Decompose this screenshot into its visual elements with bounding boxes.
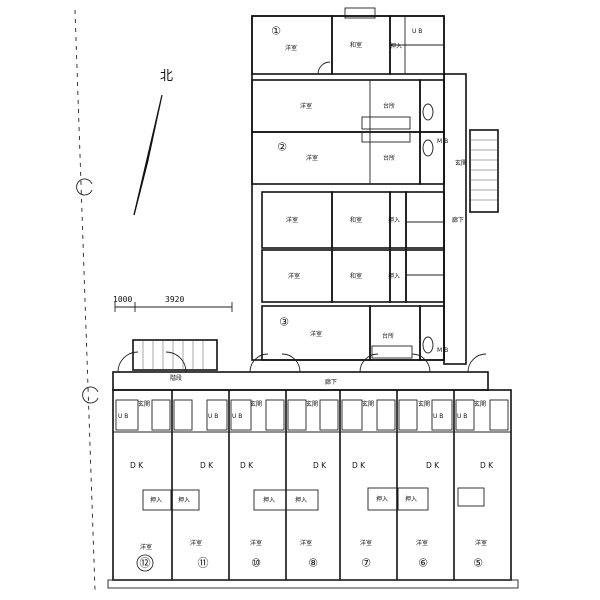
room-label: 洋室 <box>288 272 300 280</box>
room-label: D K <box>480 461 494 470</box>
unit-number: ⑧ <box>308 557 318 570</box>
entrance-label: 玄関 <box>250 400 262 408</box>
room-label: 台所 <box>383 102 395 110</box>
unit-number: ③ <box>279 316 289 329</box>
room-label: 洋室 <box>306 154 318 162</box>
room-label: 台所 <box>383 154 395 162</box>
north-arrow: 北 <box>133 69 173 216</box>
dimension-line: 1000 3920 <box>113 295 233 312</box>
meter-box-label: M B <box>437 347 448 354</box>
room-label: 洋室 <box>416 539 428 547</box>
site-boundary <box>74 9 96 591</box>
entrance-label: 玄関 <box>474 400 486 408</box>
entrance-label: 玄関 <box>362 400 374 408</box>
room-label: 押入 <box>295 496 307 504</box>
room-label: U B <box>433 413 443 420</box>
lower-wing: U B U B U B U B U B 玄関 玄関 玄関 玄関 玄関 玄関 D … <box>107 351 519 589</box>
meter-box-label: M B <box>437 138 448 145</box>
room-label: 洋室 <box>300 102 312 110</box>
room-label: D K <box>426 461 440 470</box>
corridor-label: 廊下 <box>452 216 464 224</box>
grid-marker <box>76 178 93 196</box>
room-label: D K <box>130 461 144 470</box>
corridor-label: 廊下 <box>325 378 337 386</box>
unit-number: ⑫ <box>140 557 151 570</box>
stairs-label: 階段 <box>170 374 182 382</box>
room-label: U B <box>208 413 218 420</box>
room-label: 台所 <box>382 332 394 340</box>
room-label: U B <box>232 413 242 420</box>
room-label: U B <box>118 413 128 420</box>
dimension-left: 1000 <box>113 295 132 304</box>
room-label: 洋室 <box>190 539 202 547</box>
unit-number: ⑤ <box>473 557 483 570</box>
entrance-label: 玄関 <box>418 400 430 408</box>
upper-wing: ① 洋室 和室 押入 U B 洋室 台所 ② 洋室 台所 M B 洋室 和室 押… <box>251 7 499 365</box>
room-label: 押入 <box>263 496 275 504</box>
room-label: 洋室 <box>285 44 297 52</box>
room-label: D K <box>352 461 366 470</box>
unit-number: ② <box>277 141 287 154</box>
room-label: 洋室 <box>300 539 312 547</box>
room-label: 押入 <box>178 496 190 504</box>
room-label: 押入 <box>388 216 400 224</box>
room-label: 和室 <box>350 216 362 224</box>
stairwell: 階段 <box>132 339 218 382</box>
room-label: 洋室 <box>475 539 487 547</box>
room-label: 洋室 <box>286 216 298 224</box>
entrance-label: 玄関 <box>306 400 318 408</box>
entrance-label: 玄関 <box>138 400 150 408</box>
unit-number: ⑦ <box>361 557 371 570</box>
room-label: 押入 <box>376 495 388 503</box>
room-label: 洋室 <box>250 539 262 547</box>
room-label: 和室 <box>350 272 362 280</box>
room-label: 洋室 <box>310 330 322 338</box>
grid-marker <box>82 386 99 404</box>
room-label: D K <box>200 461 214 470</box>
entrance-label: 玄関 <box>455 159 467 167</box>
unit-number: ⑩ <box>251 557 261 570</box>
unit-number: ⑪ <box>198 557 209 570</box>
unit-number: ⑥ <box>418 557 428 570</box>
room-label: 押入 <box>390 42 402 50</box>
room-label: 押入 <box>388 272 400 280</box>
room-label: D K <box>240 461 254 470</box>
room-label: 押入 <box>405 495 417 503</box>
room-label: D K <box>313 461 327 470</box>
dimension-right: 3920 <box>165 295 184 304</box>
room-label: 洋室 <box>360 539 372 547</box>
north-label: 北 <box>160 69 173 84</box>
room-label: U B <box>412 28 422 35</box>
room-label: U B <box>457 413 467 420</box>
room-label: 洋室 <box>140 543 152 551</box>
unit-number: ① <box>271 25 281 38</box>
balcony <box>107 579 519 589</box>
room-label: 押入 <box>150 496 162 504</box>
room-label: 和室 <box>350 41 362 49</box>
